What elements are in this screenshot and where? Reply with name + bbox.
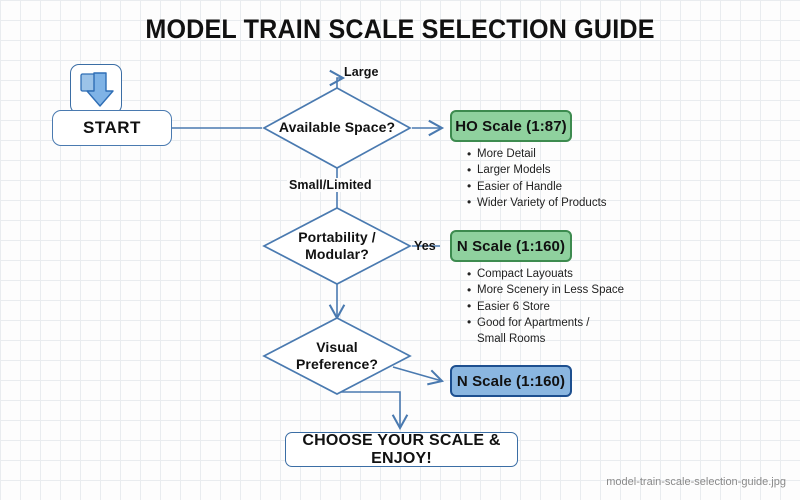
result-n-scale-visual[interactable]: N Scale (1:160) bbox=[450, 365, 572, 397]
bullets-n-scale-portable: Compact Layouats More Scenery in Less Sp… bbox=[463, 265, 662, 348]
download-arrow-icon bbox=[70, 64, 122, 114]
result-ho-scale-label: HO Scale (1:87) bbox=[455, 117, 567, 135]
decision-visual-preference[interactable]: Visual Preference? bbox=[262, 316, 412, 396]
decision-3-label-line2: Preference? bbox=[295, 356, 379, 372]
bullets-ho-scale: More Detail Larger Models Easier of Hand… bbox=[463, 145, 657, 211]
edge-label-yes: Yes bbox=[414, 239, 436, 253]
decision-1-label: Available Space? bbox=[278, 119, 396, 136]
decision-2-label-line2: Modular? bbox=[305, 246, 369, 262]
list-item: Compact Layouats bbox=[467, 265, 662, 282]
decision-available-space[interactable]: Available Space? bbox=[262, 86, 412, 170]
list-item: More Scenery in Less Space bbox=[467, 282, 662, 299]
edge-decision3-to-nscale bbox=[392, 366, 445, 386]
edge-label-large: Large bbox=[344, 65, 379, 79]
decision-2-label-line1: Portability / bbox=[298, 228, 376, 245]
result-ho-scale[interactable]: HO Scale (1:87) bbox=[450, 110, 572, 142]
edge-decision1-large bbox=[329, 69, 346, 107]
node-end[interactable]: CHOOSE YOUR SCALE & ENJOY! bbox=[285, 432, 518, 467]
list-item: Easier 6 Store bbox=[467, 298, 662, 315]
result-n-scale-portable-label: N Scale (1:160) bbox=[456, 237, 566, 255]
list-item: Easier of Handle bbox=[467, 178, 657, 195]
list-item: More Detail bbox=[467, 145, 657, 162]
decision-portability-modular[interactable]: Portability / Modular? bbox=[262, 206, 412, 286]
filename-footer: model-train-scale-selection-guide.jpg bbox=[606, 476, 786, 488]
list-item: Good for Apartments / Small Rooms bbox=[467, 314, 662, 348]
edge-label-small-limited: Small/Limited bbox=[287, 178, 374, 192]
result-n-scale-portable[interactable]: N Scale (1:160) bbox=[450, 230, 572, 262]
edge-decision3-to-end bbox=[337, 391, 409, 431]
decision-3-label-line1: Visual bbox=[316, 338, 358, 355]
page-title: MODEL TRAIN SCALE SELECTION GUIDE bbox=[145, 14, 655, 44]
list-item: Larger Models bbox=[467, 162, 657, 179]
node-start[interactable]: START bbox=[52, 110, 172, 146]
list-item: Wider Variety of Products bbox=[467, 194, 657, 211]
result-n-scale-visual-label: N Scale (1:160) bbox=[456, 372, 566, 390]
